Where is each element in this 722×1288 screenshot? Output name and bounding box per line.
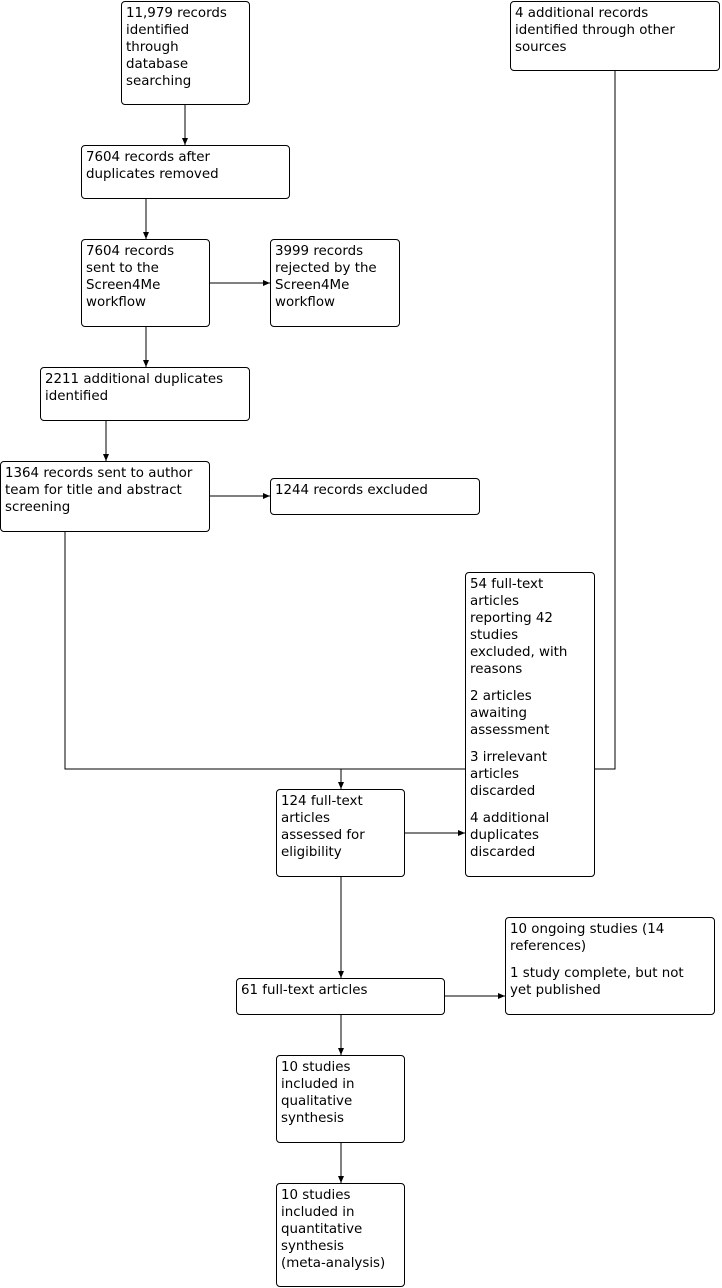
box-text-line: 1244 records excluded — [275, 483, 428, 498]
box-text-line: awaiting — [470, 706, 528, 721]
box-text-line: discarded — [470, 845, 536, 860]
box-text-line: quantitative — [281, 1222, 363, 1237]
line-other-sources-to-merge — [595, 70, 616, 770]
box-text-line: Screen4Me — [86, 278, 161, 293]
box-text-line: database — [126, 57, 189, 72]
box-rejected-screen4me: 3999 records rejected by the Screen4Me w… — [270, 239, 400, 327]
box-text-line: workflow — [275, 295, 335, 310]
box-paragraph: 1 study complete, but not yet published — [510, 965, 710, 999]
box-text-line: team for title and abstract — [5, 483, 182, 498]
box-text-line: 10 studies — [281, 1188, 351, 1203]
box-text-line: duplicates removed — [86, 167, 219, 182]
box-text-line: reasons — [470, 662, 523, 677]
box-text-line: included in — [281, 1077, 355, 1092]
box-text-line: articles — [470, 767, 519, 782]
box-text-line: through — [126, 40, 179, 55]
box-text-line: 7604 records — [86, 244, 175, 259]
box-additional-duplicates: 2211 additional duplicates identified — [40, 367, 250, 421]
box-text-line: 7604 records after — [86, 150, 211, 165]
box-paragraph: 4 additional duplicates discarded — [470, 810, 590, 861]
box-text-line: 61 full-text articles — [241, 983, 368, 998]
line-author-team-to-merge — [64, 531, 465, 770]
box-text-line: assessment — [470, 723, 550, 738]
box-text-line: 10 studies — [281, 1060, 351, 1075]
box-text-line: Screen4Me — [275, 278, 350, 293]
box-text-line: (meta-analysis) — [281, 1256, 386, 1271]
box-text-line: sent to the — [86, 261, 159, 276]
box-text-line: 3999 records — [275, 244, 364, 259]
box-text-line: searching — [126, 74, 192, 89]
box-paragraph: 54 full-text articles reporting 42 studi… — [470, 576, 590, 678]
box-text-line: yet published — [510, 983, 601, 998]
box-text-line: qualitative — [281, 1094, 353, 1109]
box-sent-author-team: 1364 records sent to author team for tit… — [0, 461, 210, 532]
box-text-line: identified through other — [515, 23, 675, 38]
box-text-line: identified — [45, 389, 109, 404]
box-records-identified: 11,979 records identified through databa… — [121, 1, 250, 105]
box-text-line: assessed for — [281, 828, 365, 843]
box-text-line: articles — [281, 811, 330, 826]
box-text-line: identified — [126, 23, 190, 38]
box-text-line: discarded — [470, 784, 536, 799]
box-text-line: 54 full-text — [470, 577, 544, 592]
box-text-line: 1364 records sent to author — [5, 466, 193, 481]
box-text-line: workflow — [86, 295, 146, 310]
box-text-line: 124 full-text — [281, 794, 363, 809]
box-assessed-eligibility: 124 full-text articles assessed for elig… — [276, 789, 405, 877]
box-qualitative-synthesis: 10 studies included in qualitative synth… — [276, 1055, 405, 1143]
box-paragraph: 3 irrelevant articles discarded — [470, 749, 590, 800]
box-text-line: articles — [470, 594, 519, 609]
box-text-line: 1 study complete, but not — [510, 966, 684, 981]
box-text-line: 2 articles — [470, 689, 532, 704]
box-text-line: screening — [5, 500, 71, 515]
box-text-line: synthesis — [281, 1111, 345, 1126]
box-text-line: excluded, with — [470, 645, 568, 660]
box-text-line: duplicates — [470, 828, 539, 843]
box-text-line: 4 additional records — [515, 6, 649, 21]
box-ongoing-details: 10 ongoing studies (14 references) 1 stu… — [505, 917, 715, 1015]
box-text-line: references) — [510, 939, 587, 954]
box-sent-screen4me: 7604 records sent to the Screen4Me workf… — [81, 239, 210, 327]
box-text-line: 3 irrelevant — [470, 750, 548, 765]
box-additional-records: 4 additional records identified through … — [510, 1, 720, 71]
box-excluded-details: 54 full-text articles reporting 42 studi… — [465, 572, 595, 877]
box-text-line: 2211 additional duplicates — [45, 372, 224, 387]
box-text-line: studies — [470, 628, 519, 643]
box-quantitative-synthesis: 10 studies included in quantitative synt… — [276, 1183, 405, 1287]
box-after-duplicates: 7604 records after duplicates removed — [81, 145, 290, 199]
box-paragraph: 10 ongoing studies (14 references) — [510, 921, 710, 955]
box-records-excluded: 1244 records excluded — [270, 478, 480, 515]
box-text-line: 11,979 records — [126, 6, 227, 21]
box-text-line: 10 ongoing studies (14 — [510, 922, 665, 937]
box-paragraph: 2 articles awaiting assessment — [470, 688, 590, 739]
box-text-line: synthesis — [281, 1239, 345, 1254]
box-text-line: 4 additional — [470, 811, 550, 826]
box-text-line: reporting 42 — [470, 611, 553, 626]
box-text-line: eligibility — [281, 845, 342, 860]
box-text-line: rejected by the — [275, 261, 377, 276]
box-full-text-articles: 61 full-text articles — [236, 978, 445, 1015]
box-text-line: sources — [515, 40, 567, 55]
box-text-line: included in — [281, 1205, 355, 1220]
